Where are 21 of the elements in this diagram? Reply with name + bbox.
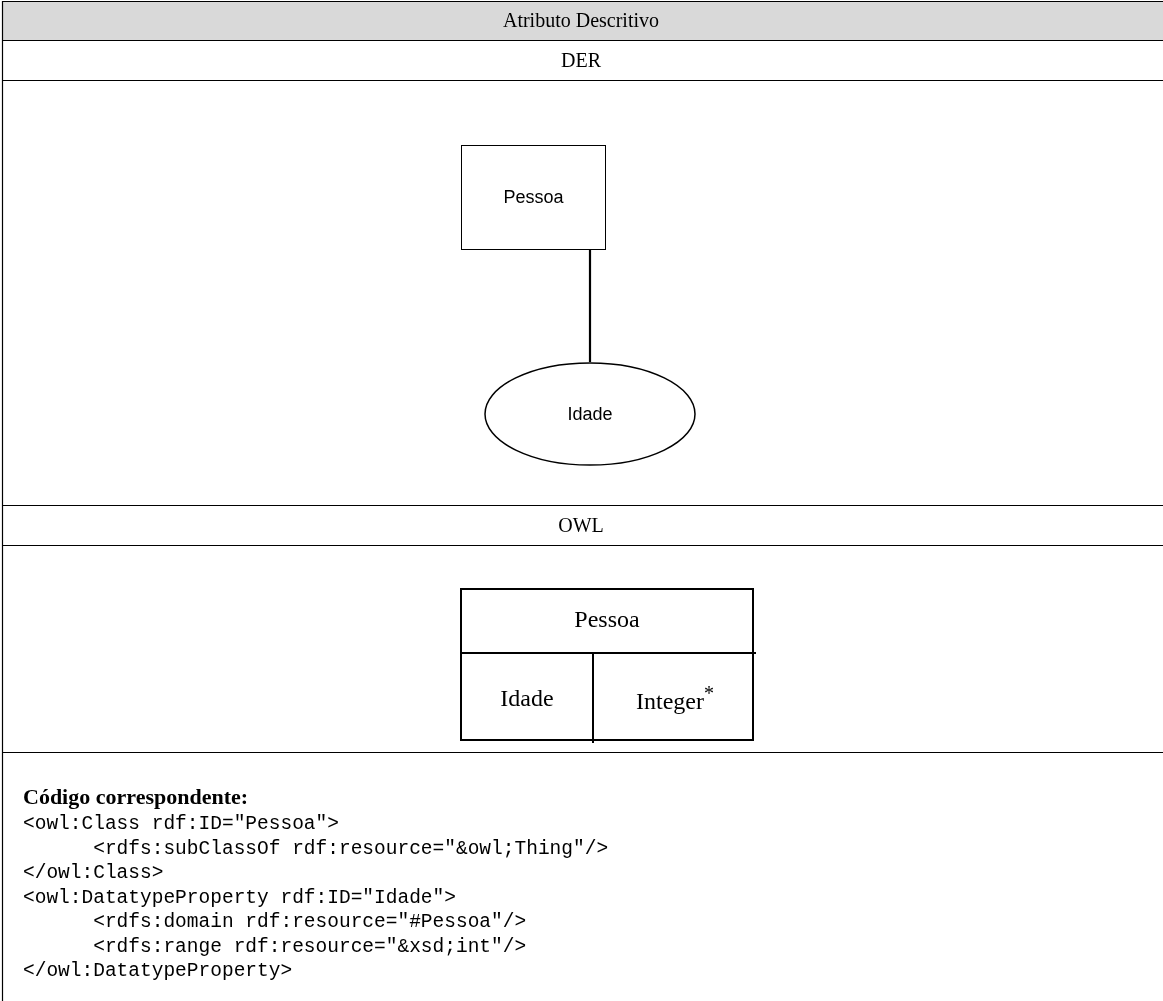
class-table (460, 588, 754, 741)
section-heading: OWL (558, 513, 604, 537)
code-heading: Código correspondente: (23, 784, 249, 811)
code-line: <owl:Class rdf:ID="Pessoa"> (23, 813, 339, 837)
code-line: <rdfs:subClassOf rdf:resource="&owl;Thing"/> (92, 837, 609, 861)
attribute-cell (462, 652, 594, 743)
node-label: Integer$^{*}$ (636, 682, 714, 715)
connector-line (588, 250, 592, 362)
code-line: <rdfs:domain rdf:resource="#Pessoa"/> (92, 911, 527, 935)
entity-box (461, 145, 606, 250)
code-line: </owl:Class> (23, 862, 164, 886)
code-line: </owl:DatatypeProperty> (23, 960, 293, 984)
section-heading: DER (561, 48, 601, 72)
code-line: <rdfs:range rdf:resource="&xsd;int"/> (92, 935, 527, 959)
attribute-ellipse (484, 362, 696, 466)
node-label: Idade (567, 403, 613, 425)
node-label: Idade (500, 685, 554, 712)
class-name: Pessoa (574, 606, 640, 633)
node-label: Pessoa (503, 187, 564, 208)
code-line: <owl:DatatypeProperty rdf:ID="Idade"> (23, 886, 456, 910)
table-heading: Atributo Descritivo (502, 8, 660, 32)
